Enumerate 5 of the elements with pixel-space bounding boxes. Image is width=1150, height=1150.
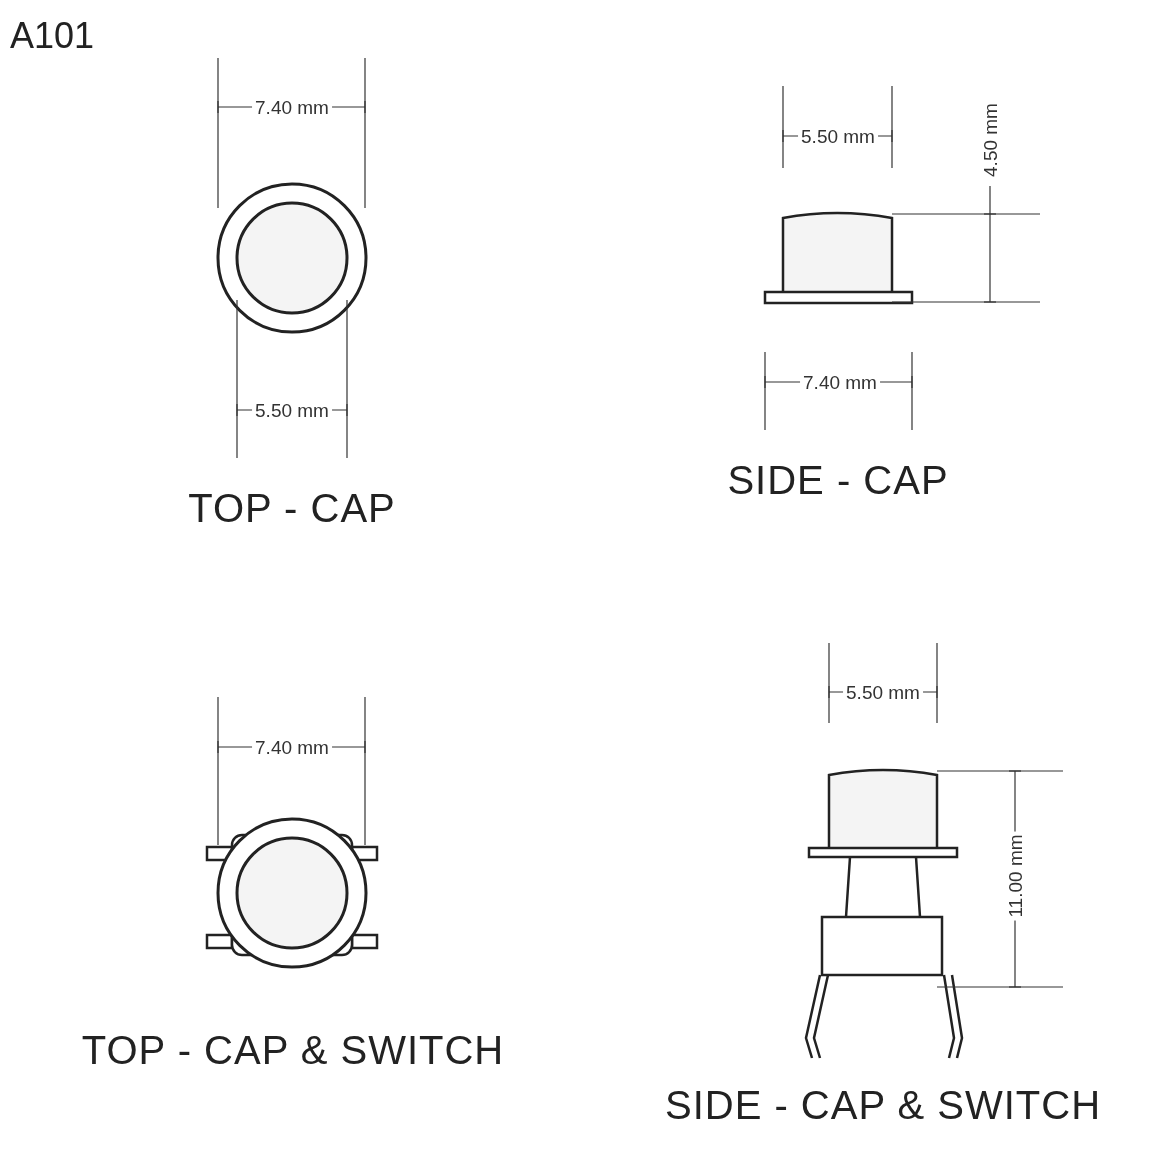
view-caption: SIDE - CAP & SWITCH xyxy=(664,1085,1102,1125)
view-caption: TOP - CAP xyxy=(188,488,396,528)
drawing-number: A101 xyxy=(10,18,95,54)
view-caption: TOP - CAP & SWITCH xyxy=(81,1030,505,1070)
view-caption: SIDE - CAP xyxy=(727,460,949,500)
